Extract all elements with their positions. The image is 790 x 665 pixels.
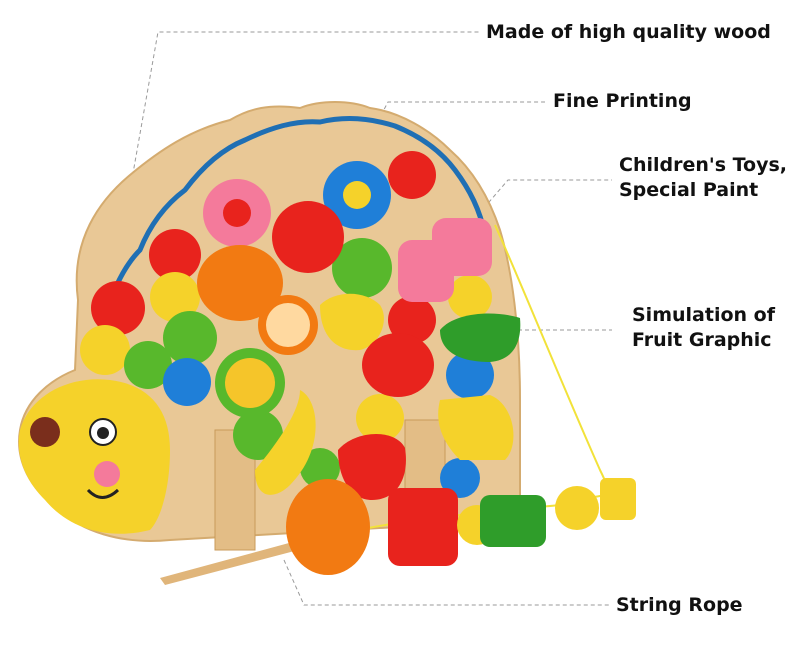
callout-fruit-label: Simulation of Fruit Graphic bbox=[632, 304, 775, 351]
beads bbox=[80, 151, 636, 575]
callout-wood-label: Made of high quality wood bbox=[486, 21, 771, 43]
callout-printing-label: Fine Printing bbox=[553, 90, 692, 112]
callout-paint-label: Children's Toys, Special Paint bbox=[619, 154, 788, 201]
callout-rope-label: String Rope bbox=[616, 594, 743, 616]
